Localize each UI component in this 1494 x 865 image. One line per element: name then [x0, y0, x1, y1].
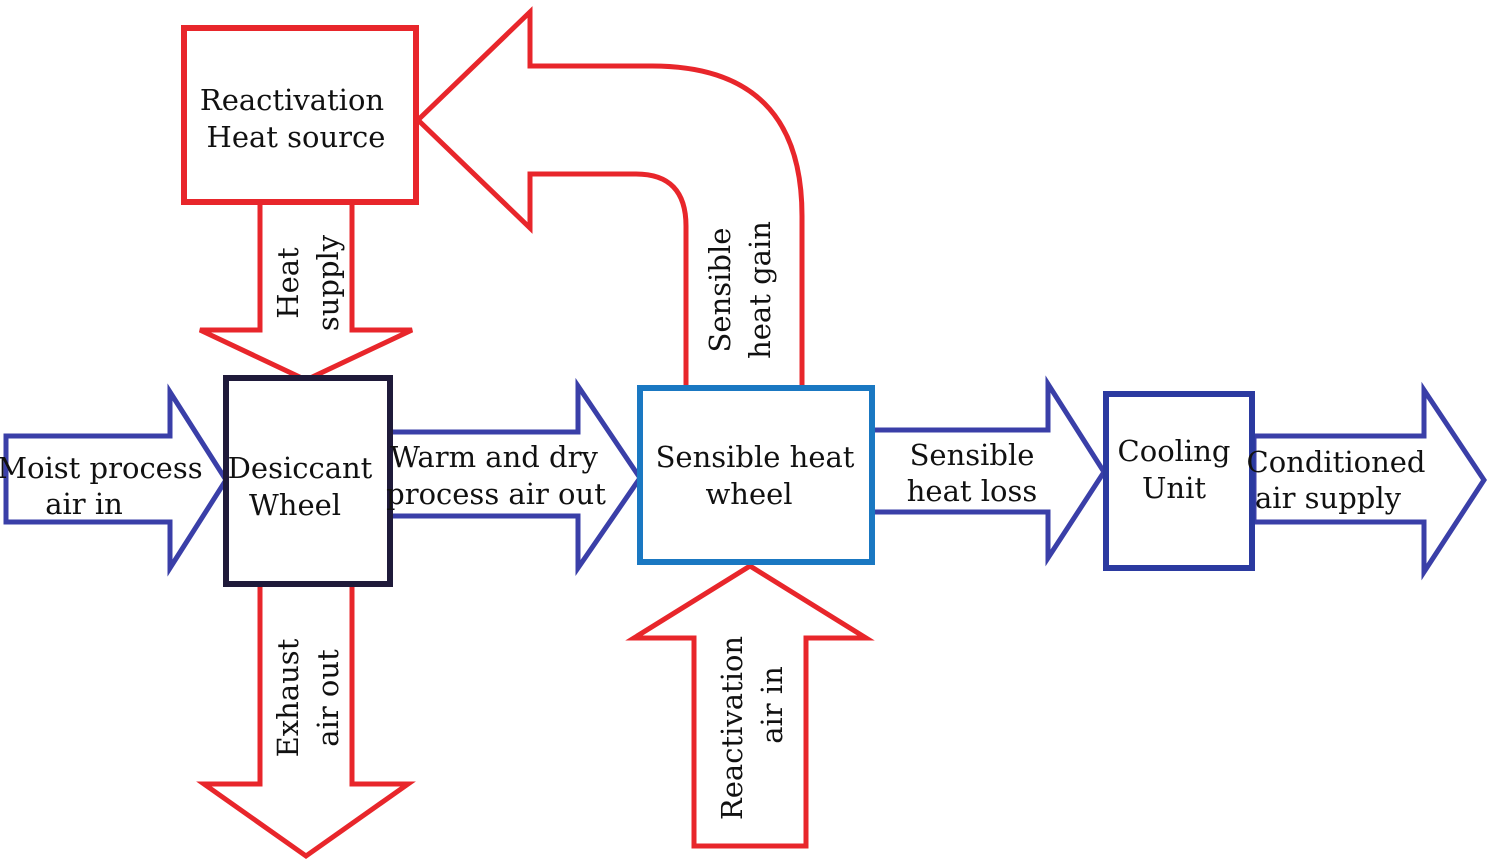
heat-supply-arrow [198, 197, 414, 383]
warm-dry-out-arrow [387, 377, 644, 577]
conditioned-supply-label-1: Conditioned [1247, 445, 1426, 479]
exhaust-air-out-arrow [196, 581, 416, 860]
cooling-unit-label-1: Cooling [1118, 434, 1231, 468]
sensible-heat-loss-arrow [869, 375, 1107, 567]
heat-supply-label-1: Heat [271, 247, 305, 319]
cooling-unit-label-2: Unit [1142, 471, 1206, 505]
exhaust-air-out-label-1: Exhaust [271, 638, 305, 757]
heat-supply-label-2: supply [311, 234, 345, 331]
sensible-heat-wheel-label-2: wheel [705, 477, 792, 511]
reactivation-air-in-label-1: Reactivation [715, 636, 749, 820]
desiccant-wheel-box [223, 375, 393, 587]
moist-air-in-label-2: air in [45, 487, 123, 521]
moist-air-in-label-1: Moist process [0, 451, 203, 485]
sensible-heat-loss-label-1: Sensible [910, 438, 1035, 472]
sensible-heat-gain-label-1: Sensible [703, 228, 737, 353]
sensible-heat-wheel-box [637, 385, 875, 565]
sensible-heat-wheel-label-1: Sensible heat [656, 440, 855, 474]
sensible-heat-loss-label-2: heat loss [907, 474, 1038, 508]
desiccant-wheel-label-1: Desiccant [228, 451, 373, 485]
exhaust-air-out-label-2: air out [311, 649, 345, 747]
reactivation-heat-source-label-2: Heat source [207, 120, 386, 154]
sensible-heat-gain-arrow [414, 6, 805, 391]
moist-air-in-arrow [3, 383, 229, 577]
conditioned-supply-label-2: air supply [1255, 481, 1402, 515]
warm-dry-out-label-2: process air out [386, 477, 606, 511]
conditioned-supply-arrow [1251, 381, 1487, 581]
reactivation-heat-source-label-1: Reactivation [200, 83, 384, 117]
warm-dry-out-label-1: Warm and dry [390, 440, 598, 474]
cooling-unit-box [1103, 391, 1255, 571]
desiccant-wheel-label-2: Wheel [249, 488, 341, 522]
sensible-heat-gain-label-2: heat gain [743, 221, 777, 359]
reactivation-air-in-arrow [625, 563, 875, 849]
reactivation-air-in-label-2: air in [755, 666, 789, 744]
reactivation-heat-source-box [181, 25, 419, 205]
